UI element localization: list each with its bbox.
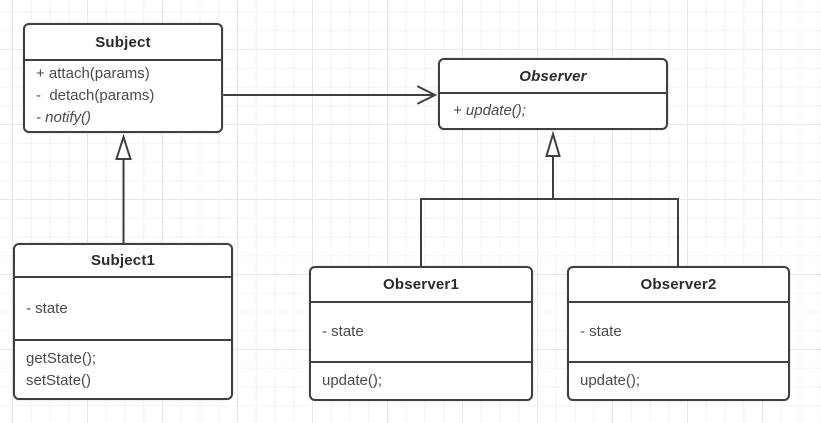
attribute-item: - state bbox=[580, 323, 622, 340]
class-attributes-section: - state bbox=[15, 278, 231, 341]
method-item: - notify() bbox=[36, 109, 92, 126]
method-item: update(); bbox=[580, 372, 641, 389]
method-item: getState(); bbox=[26, 349, 97, 367]
class-box-observer1: Observer1 - state update(); bbox=[309, 266, 533, 401]
class-methods-section: + attach(params) - detach(params) - noti… bbox=[25, 61, 221, 131]
attribute-item: - state bbox=[322, 323, 364, 340]
class-box-observer2: Observer2 - state update(); bbox=[567, 266, 790, 401]
class-methods-section: + update(); bbox=[440, 94, 666, 128]
generalization-subject1-subject bbox=[115, 133, 132, 244]
class-box-subject: Subject + attach(params) - detach(params… bbox=[23, 23, 223, 133]
class-methods-section: getState(); setState() bbox=[15, 341, 231, 398]
class-title: Observer1 bbox=[311, 268, 531, 303]
class-methods-section: update(); bbox=[311, 363, 531, 399]
method-item: setState() bbox=[26, 371, 92, 389]
class-title: Observer bbox=[440, 60, 666, 94]
class-box-observer: Observer + update(); bbox=[438, 58, 668, 130]
generalization-branch-line bbox=[420, 198, 679, 267]
association-subject-observer bbox=[223, 85, 438, 105]
class-title: Subject1 bbox=[15, 245, 231, 278]
open-arrowhead-icon bbox=[417, 85, 438, 105]
method-item: + attach(params) bbox=[36, 65, 150, 82]
class-attributes-section: - state bbox=[311, 303, 531, 363]
hollow-triangle-icon bbox=[545, 130, 561, 157]
class-methods-section: update(); bbox=[569, 363, 788, 399]
method-item: - detach(params) bbox=[36, 87, 155, 104]
method-item: + update(); bbox=[453, 102, 526, 119]
hollow-triangle-icon bbox=[115, 133, 132, 160]
class-title: Subject bbox=[25, 25, 221, 61]
generalization-observers-observer bbox=[420, 130, 679, 267]
attribute-item: - state bbox=[26, 299, 68, 317]
class-title: Observer2 bbox=[569, 268, 788, 303]
class-box-subject1: Subject1 - state getState(); setState() bbox=[13, 243, 233, 400]
class-attributes-section: - state bbox=[569, 303, 788, 363]
method-item: update(); bbox=[322, 372, 383, 389]
